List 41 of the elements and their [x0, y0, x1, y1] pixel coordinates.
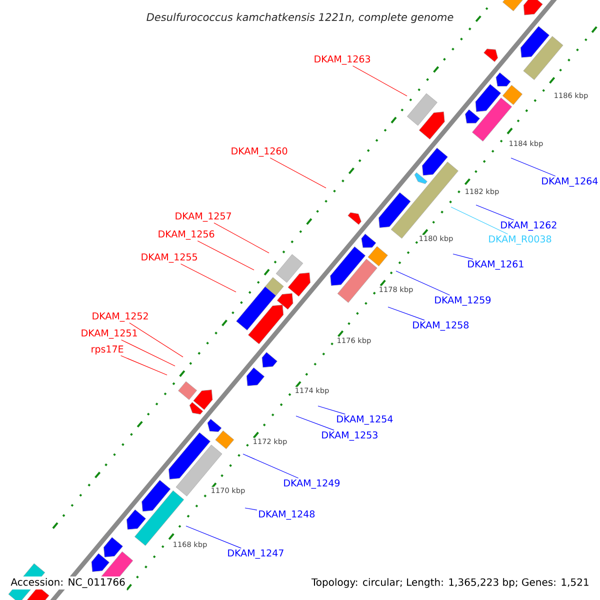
- gene-label: DKAM_1259: [435, 296, 491, 306]
- leader-line: [242, 454, 299, 478]
- leader-line: [296, 416, 334, 430]
- gene-label: DKAM_1260: [232, 147, 288, 157]
- gene-label: DKAM_1251: [82, 329, 137, 339]
- leader-line: [452, 254, 474, 260]
- leader-line: [121, 340, 176, 366]
- gene-label: DKAM_1264: [542, 177, 598, 187]
- leader-line: [214, 222, 270, 254]
- gene-label: DKAM_1263: [314, 55, 370, 65]
- title: Desulfurococcus kamchatkensis 1221n, complete genome: [145, 12, 455, 24]
- leader-line: [318, 406, 346, 414]
- leader-line: [396, 270, 450, 296]
- gene-label: rps17E: [92, 346, 124, 354]
- leader-line: [197, 240, 254, 270]
- gene-label: DKAM_1247: [228, 549, 284, 559]
- leader-line: [450, 206, 508, 234]
- leader-line: [352, 66, 408, 96]
- gene-label: DKAM_R0038: [489, 235, 552, 245]
- gene-label: DKAM_1255: [142, 253, 197, 263]
- leader-line: [270, 158, 326, 188]
- gene-label: DKAM_1261: [468, 260, 524, 270]
- gene-label: DKAM_1254: [337, 415, 393, 425]
- leader-line: [388, 306, 425, 320]
- leader-line: [129, 322, 184, 358]
- leader-line: [244, 508, 258, 510]
- leader-line: [476, 204, 514, 220]
- gene-label: DKAM_1249: [284, 479, 340, 489]
- footer-text: Accession: NC_011766: [9, 576, 127, 590]
- gene-label: DKAM_1257: [176, 212, 231, 222]
- gene-label: DKAM_1262: [501, 221, 556, 231]
- leader-line: [120, 355, 168, 376]
- leader-line: [186, 526, 242, 548]
- gene-label: DKAM_1252: [92, 312, 148, 322]
- gene-label: DKAM_1258: [413, 321, 469, 331]
- gene-label: DKAM_1253: [322, 431, 378, 441]
- gene-label: DKAM_1256: [158, 230, 214, 240]
- gene-label: DKAM_1248: [259, 510, 315, 520]
- leader-line: [510, 158, 556, 176]
- leader-line: [180, 264, 236, 292]
- footer-text: Topology: circular; Length: 1,365,223 bp; Genes: 1,521: [310, 576, 591, 590]
